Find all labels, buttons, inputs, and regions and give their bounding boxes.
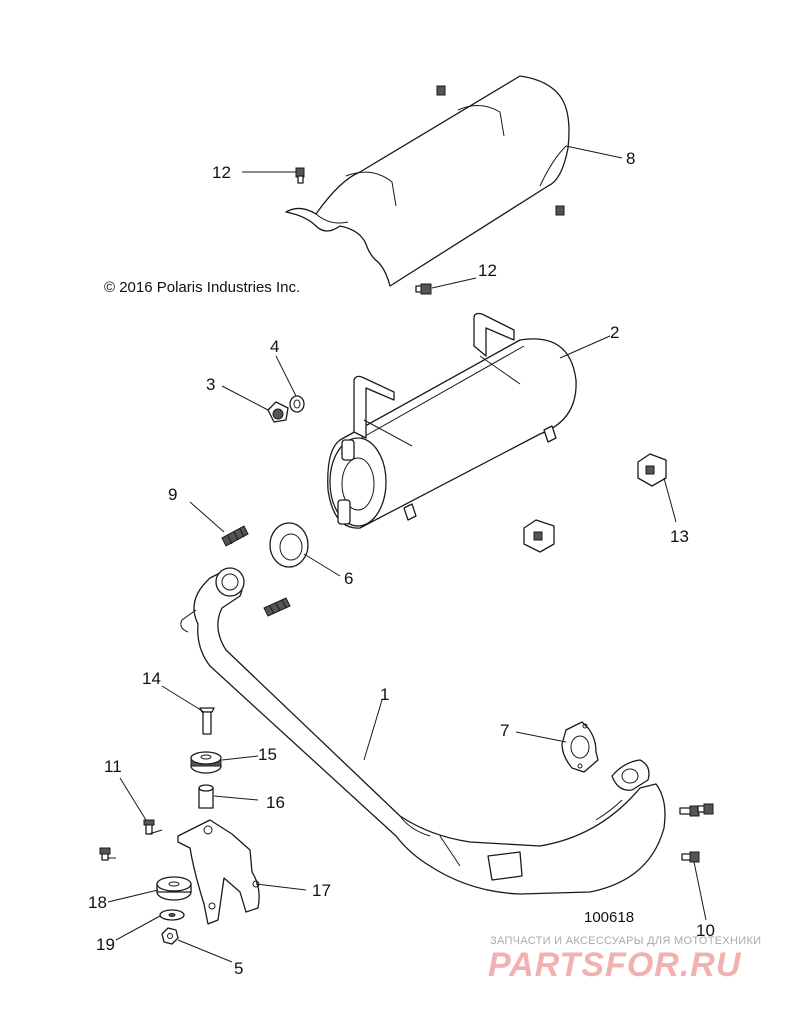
callout-5: 5 <box>234 959 243 978</box>
callout-18: 18 <box>88 893 107 912</box>
bracket-part-17 <box>177 819 260 925</box>
callout-2: 2 <box>610 323 619 342</box>
grommet-part-15 <box>190 751 222 774</box>
isolator-part-13-lower <box>523 519 555 553</box>
bolt-part-10-a <box>679 805 700 817</box>
callout-19: 19 <box>96 935 115 954</box>
grommet-part-18 <box>156 876 192 901</box>
seal-part-6 <box>269 522 309 568</box>
spring-part-9-upper <box>221 525 249 547</box>
spring-part-9-lower <box>263 597 291 617</box>
bolt-part-10-b <box>697 803 714 815</box>
drawing-number: 100618 <box>584 909 634 926</box>
callout-13: 13 <box>670 527 689 546</box>
pin-part-14 <box>199 707 215 735</box>
copyright-notice: © 2016 Polaris Industries Inc. <box>104 279 300 296</box>
spacer-part-16 <box>198 784 214 809</box>
screw-12-left <box>295 167 305 184</box>
washer-part-19 <box>159 909 185 921</box>
callout-3: 3 <box>206 375 215 394</box>
callout-4: 4 <box>270 337 279 356</box>
callout-14: 14 <box>142 669 161 688</box>
watermark: ЗАПЧАСТИ И АКСЕССУАРЫ ДЛЯ МОТОТЕХНИКИ PA… <box>488 935 761 984</box>
watermark-brand: PARTSFOR.RU <box>488 946 742 984</box>
screw-part-11-a <box>143 819 163 835</box>
callout-15: 15 <box>258 745 277 764</box>
callout-12-lower: 12 <box>478 261 497 280</box>
gasket-part-7 <box>561 721 599 773</box>
callout-10: 10 <box>696 921 715 940</box>
leader-lines <box>107 145 707 963</box>
callout-8: 8 <box>626 149 635 168</box>
callout-numbers: 12 8 12 2 4 3 9 13 6 14 1 7 15 11 16 17 … <box>88 149 715 978</box>
screw-12-bottom <box>415 283 432 295</box>
callout-6: 6 <box>344 569 353 588</box>
nut-part-5 <box>161 927 179 945</box>
callout-7: 7 <box>500 721 509 740</box>
head-pipe-part-1 <box>180 567 666 895</box>
muffler-part-2 <box>327 312 577 529</box>
callout-1: 1 <box>380 685 389 704</box>
callout-11: 11 <box>104 757 122 776</box>
heat-shield-part-8 <box>285 75 570 287</box>
callout-9: 9 <box>168 485 177 504</box>
screw-12-right <box>555 205 565 216</box>
watermark-tagline: ЗАПЧАСТИ И АКСЕССУАРЫ ДЛЯ МОТОТЕХНИКИ <box>490 935 761 947</box>
bolt-part-10-c <box>681 851 700 863</box>
screw-12-top <box>436 85 446 96</box>
callout-16: 16 <box>266 793 285 812</box>
screw-part-11-b <box>99 847 116 861</box>
washer-part-4 <box>289 395 305 413</box>
callout-12-upper: 12 <box>212 163 231 182</box>
isolator-part-13-upper <box>637 453 667 487</box>
callout-17: 17 <box>312 881 331 900</box>
plug-part-3 <box>267 401 289 423</box>
